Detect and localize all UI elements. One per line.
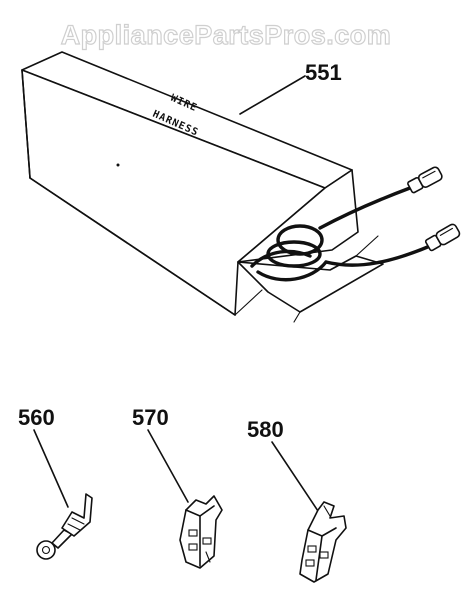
callout-560: 560	[18, 405, 55, 430]
watermark-text: AppliancePartsPros.com	[61, 20, 392, 50]
leader-line-570	[147, 429, 189, 503]
callout-570: 570	[132, 405, 169, 430]
leader-line-551	[239, 75, 306, 115]
flag-terminal-icon	[179, 495, 223, 569]
female-spade-terminal-icon	[299, 501, 347, 583]
wire-harness-box-icon	[21, 51, 461, 323]
ring-terminal-icon	[36, 493, 93, 560]
leader-line-580	[271, 441, 321, 515]
callout-551: 551	[305, 60, 342, 85]
leader-line-560	[33, 429, 69, 508]
callout-580: 580	[247, 417, 284, 442]
